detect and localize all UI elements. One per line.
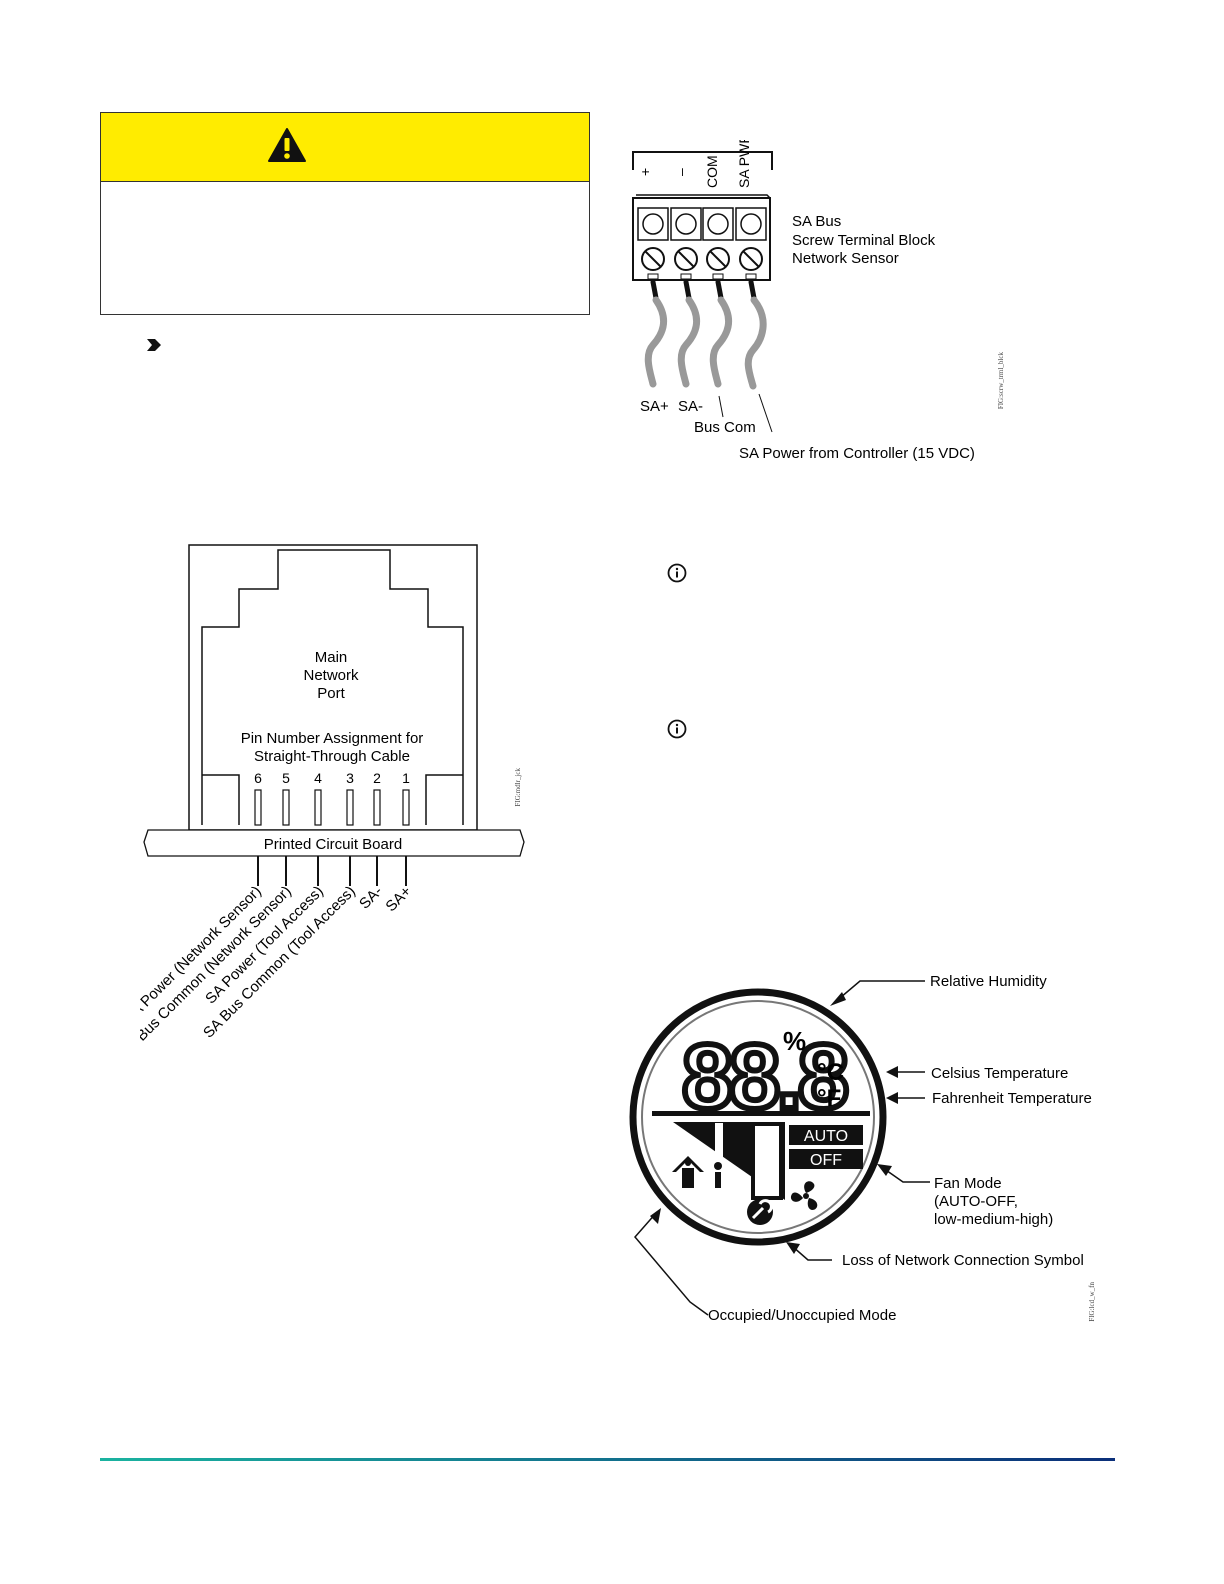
lcd-auto-label: AUTO bbox=[804, 1128, 848, 1145]
network-loss-icon bbox=[747, 1199, 773, 1225]
wire-label-sa-power: SA Power from Controller (15 VDC) bbox=[739, 445, 975, 462]
info-circle-icon bbox=[667, 563, 687, 588]
callout-occupancy: Occupied/Unoccupied Mode bbox=[708, 1307, 896, 1324]
figure-id-jack: FIG:mdlr_jck bbox=[514, 768, 522, 807]
figure-id-lcd: FIG:lcd_w_fn bbox=[1088, 1282, 1096, 1322]
pin-label-sa-pwr: SA PWR bbox=[736, 140, 752, 188]
pin-number-6: 6 bbox=[254, 770, 262, 786]
assignment-line-1: Pin Number Assignment for bbox=[241, 730, 424, 747]
port-line-3: Port bbox=[317, 685, 345, 702]
lcd-off-label: OFF bbox=[810, 1152, 842, 1169]
pin-label-minus: – bbox=[673, 168, 689, 176]
wire-label-bus-com: Bus Com bbox=[694, 419, 756, 436]
pin-label-2: SA- bbox=[356, 883, 386, 913]
figure-id-terminal: FIG:scrw_trml_blck bbox=[997, 352, 1005, 410]
warning-triangle-icon bbox=[267, 127, 307, 168]
modular-jack-figure: Main Network Port Pin Number Assignment … bbox=[140, 544, 525, 1061]
fan-icon bbox=[790, 1181, 818, 1210]
pin-number-4: 4 bbox=[314, 770, 322, 786]
pin-label-1: SA+ bbox=[382, 883, 415, 916]
terminal-title-3: Network Sensor bbox=[792, 250, 899, 267]
warning-header bbox=[101, 113, 589, 182]
lcd-percent: % bbox=[783, 1026, 806, 1056]
callout-relative-humidity: Relative Humidity bbox=[930, 973, 1047, 990]
wire-label-sa-plus: SA+ bbox=[640, 398, 669, 415]
pin-number-2: 2 bbox=[373, 770, 381, 786]
warning-box bbox=[100, 112, 590, 315]
info-circle-icon bbox=[667, 719, 687, 744]
callout-celsius: Celsius Temperature bbox=[931, 1065, 1068, 1082]
callout-fan-mode-2: (AUTO-OFF, bbox=[934, 1193, 1018, 1210]
occupied-icon bbox=[672, 1156, 722, 1188]
port-line-2: Network bbox=[303, 667, 359, 684]
pin-number-5: 5 bbox=[282, 770, 290, 786]
lcd-display-figure: 88.8 % °C °F AUTO OFF Relat bbox=[629, 973, 1092, 1324]
chevron-right-icon bbox=[146, 337, 162, 358]
terminal-title-1: SA Bus bbox=[792, 213, 841, 230]
assignment-line-2: Straight-Through Cable bbox=[254, 748, 410, 765]
port-line-1: Main bbox=[315, 649, 348, 666]
footer-divider bbox=[100, 1458, 1115, 1461]
lcd-celsius: °C bbox=[817, 1059, 844, 1086]
terminal-title-2: Screw Terminal Block bbox=[792, 232, 936, 249]
callout-fan-mode-3: low-medium-high) bbox=[934, 1211, 1053, 1228]
pin-number-1: 1 bbox=[402, 770, 410, 786]
pin-number-3: 3 bbox=[346, 770, 354, 786]
callout-fahrenheit: Fahrenheit Temperature bbox=[932, 1090, 1092, 1107]
lcd-fahrenheit: °F bbox=[817, 1085, 841, 1112]
wire-label-sa-minus: SA- bbox=[678, 398, 703, 415]
callout-fan-mode-1: Fan Mode bbox=[934, 1175, 1002, 1192]
board-label: Printed Circuit Board bbox=[264, 836, 402, 853]
pin-label-plus: + bbox=[637, 168, 653, 176]
callout-network-loss: Loss of Network Connection Symbol bbox=[842, 1252, 1084, 1269]
pin-label-com: COM bbox=[704, 155, 720, 188]
terminal-block-figure: + – COM SA PWR SA Bus Screw Terminal Blo… bbox=[632, 140, 975, 462]
